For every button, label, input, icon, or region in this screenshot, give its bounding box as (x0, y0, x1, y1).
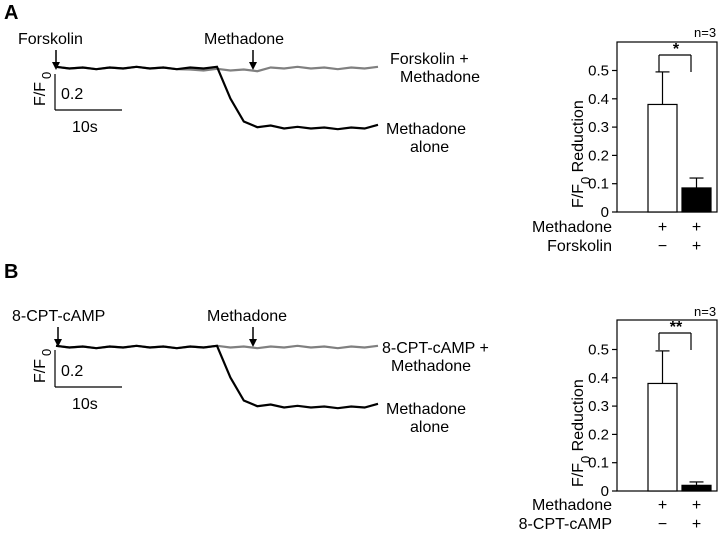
stimulus-label-2: Methadone (204, 31, 284, 48)
scale-x-value: 10s (72, 396, 98, 413)
scale-y-label: F/F (32, 359, 49, 383)
stimulus-arrowhead-2-icon (249, 62, 257, 70)
bar-chart-b: n=3 ** F/F0 Reduction Methadone 8-CPT-cA… (519, 304, 718, 533)
stimulus-label-2: Methadone (207, 308, 287, 325)
bar-y-label: F/F0 Reduction (570, 379, 593, 487)
bar (647, 382, 678, 492)
y-tick-label: 0.4 (588, 91, 609, 108)
stimulus-arrowhead-1-icon (54, 339, 62, 347)
panel-label-b: B (4, 261, 18, 283)
condition-sign: + (692, 497, 701, 514)
condition-sign: + (692, 516, 701, 533)
y-tick-label: 0 (601, 483, 609, 500)
stimulus-label-1: 8-CPT-cAMP (12, 308, 105, 325)
stimulus-arrowhead-1-icon (52, 62, 60, 70)
line-label-combined-2: Methadone (400, 69, 480, 86)
significance-label: ** (670, 319, 683, 336)
y-tick-label: 0.1 (588, 455, 609, 472)
scale-y-sub: 0 (39, 349, 54, 356)
condition-sign: + (658, 219, 667, 236)
line-label-alone-2: alone (410, 419, 449, 436)
trace-line-methadone-alone (55, 344, 379, 410)
scale-y-sub: 0 (39, 72, 54, 79)
stimulus-arrowhead-2-icon (249, 339, 257, 347)
row-label-methadone: Methadone (532, 497, 612, 514)
scale-y-value: 0.2 (61, 86, 83, 103)
row-label-methadone: Methadone (532, 219, 612, 236)
line-label-combined-2: Methadone (391, 358, 471, 375)
y-tick-label: 0.5 (588, 342, 609, 359)
condition-sign: + (658, 497, 667, 514)
bar (681, 484, 712, 492)
condition-sign: + (692, 219, 701, 236)
y-tick-label: 0.2 (588, 426, 609, 443)
trace-chart-b: 8-CPT-cAMP Methadone 8-CPT-cAMP + Methad… (12, 308, 489, 436)
y-tick-label: 0.4 (588, 370, 609, 387)
line-label-combined-1: Forskolin + (390, 51, 469, 68)
significance-label: * (673, 41, 680, 58)
row-label-forskolin: Forskolin (547, 238, 612, 255)
line-label-alone-2: alone (410, 139, 449, 156)
n-label: n=3 (694, 25, 716, 40)
trace-line-methadone-alone (55, 65, 379, 131)
bar-chart-a: n=3 * F/F0 Reduction Methadone Forskolin… (532, 25, 718, 255)
y-tick-label: 0.2 (588, 147, 609, 164)
condition-sign: − (658, 238, 667, 255)
scale-y-value: 0.2 (61, 363, 83, 380)
condition-sign: + (692, 238, 701, 255)
panel-a: A Forskolin Methadone Forskolin + Methad… (4, 2, 718, 255)
y-tick-label: 0.3 (588, 119, 609, 136)
condition-sign: − (658, 516, 667, 533)
line-label-alone-1: Methadone (386, 401, 466, 418)
significance-bracket (658, 54, 692, 72)
n-label: n=3 (694, 304, 716, 319)
y-tick-label: 0.5 (588, 63, 609, 80)
row-label-8-cpt-camp: 8-CPT-cAMP (519, 516, 612, 533)
y-tick-label: 0 (601, 204, 609, 221)
y-tick-label: 0.1 (588, 176, 609, 193)
scale-y-label: F/F (32, 82, 49, 106)
panel-b: B 8-CPT-cAMP Methadone 8-CPT-cAMP + Meth… (4, 261, 718, 533)
significance-bracket (658, 332, 692, 350)
panel-label-a: A (4, 2, 18, 24)
line-label-alone-1: Methadone (386, 121, 466, 138)
stimulus-label-1: Forskolin (18, 31, 83, 48)
y-tick-label: 0.3 (588, 398, 609, 415)
bar-y-label: F/F0 Reduction (570, 100, 593, 208)
scale-x-value: 10s (72, 119, 98, 136)
trace-chart-a: Forskolin Methadone Forskolin + Methadon… (18, 31, 480, 156)
bar (647, 103, 678, 213)
bar (681, 187, 712, 213)
line-label-combined-1: 8-CPT-cAMP + (382, 340, 489, 357)
